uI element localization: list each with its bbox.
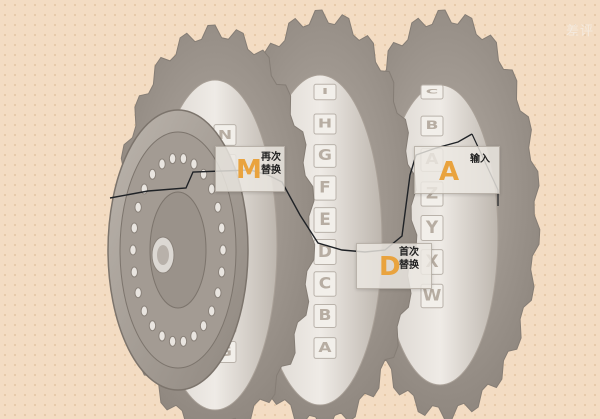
rotor-2-letter: H [318,117,332,131]
contact-pin [179,153,188,165]
callout-input-letter: A [439,157,460,187]
callout-input-label: 输入 [470,154,490,165]
contact-pin [130,222,139,234]
rotor-3-letter-tile [420,283,444,309]
rotor-3-letter-tile [420,215,444,241]
contact-pin [199,168,208,180]
rotor-3-letter: W [423,286,442,304]
contact-pin [134,287,142,299]
contact-pin [190,158,198,170]
rotor-2-letter: A [318,340,332,355]
contact-pin [168,153,177,165]
rotor-2-letter-tile [313,337,337,359]
contact-pin [140,305,149,317]
contact-pin [148,168,157,180]
contact-pin [190,330,198,342]
rotor-2-letter-tile [313,271,337,297]
rotor-1-letter: N [218,127,232,142]
contact-pin [130,266,139,278]
rotor-2-letter-tile [313,175,337,201]
contact-pin [207,183,216,195]
rotor-3-letter: Y [425,218,439,238]
contact-pin [148,320,157,332]
rotor-2-letter: B [319,306,332,324]
rotor-2-letter: I [322,88,328,97]
contact-pin [134,201,142,213]
callout-reentry-letter: M [236,155,262,185]
contact-pin [168,335,177,347]
callout-first-letter: D [379,252,401,282]
rotor-2-letter: E [319,209,331,229]
contact-pin [217,266,226,278]
rotor-2-letter: C [319,274,331,293]
callout-input: A 输入 [414,146,500,194]
rotor-2-letter: G [318,146,332,164]
rotor-2-letter-tile [313,303,337,329]
contact-pin [217,222,226,234]
rotor-2-letter: D [318,242,332,262]
contact-pin [129,244,137,256]
callout-first: D 首次替换 [356,243,432,289]
rotor-2-letter-tile [313,113,337,135]
contact-pin [219,244,227,256]
contact-pin [158,330,166,342]
rotor-3-letter-tile [420,84,444,100]
rotor-3-letter: C [426,88,438,95]
callout-reentry-label: 再次替换 [261,152,281,176]
rotor-2-letter-tile [313,83,337,101]
rotor-2-letter-tile [313,144,337,168]
rotor-3-letter-tile [420,115,444,137]
contact-pin [158,158,166,170]
contact-pin [214,287,222,299]
callout-reentry: M 再次替换 [215,146,285,192]
watermark-text: 差评 [566,24,595,39]
rotor-2-letter-tile [313,207,337,233]
contact-pin [199,320,208,332]
contact-pin [207,305,216,317]
rotor-2-letter: F [319,178,331,196]
contact-pin [214,201,222,213]
contact-pins [129,153,227,347]
contact-pin [179,335,188,347]
rotor-3-letter: B [426,119,439,133]
callout-first-label: 首次替换 [399,247,419,271]
